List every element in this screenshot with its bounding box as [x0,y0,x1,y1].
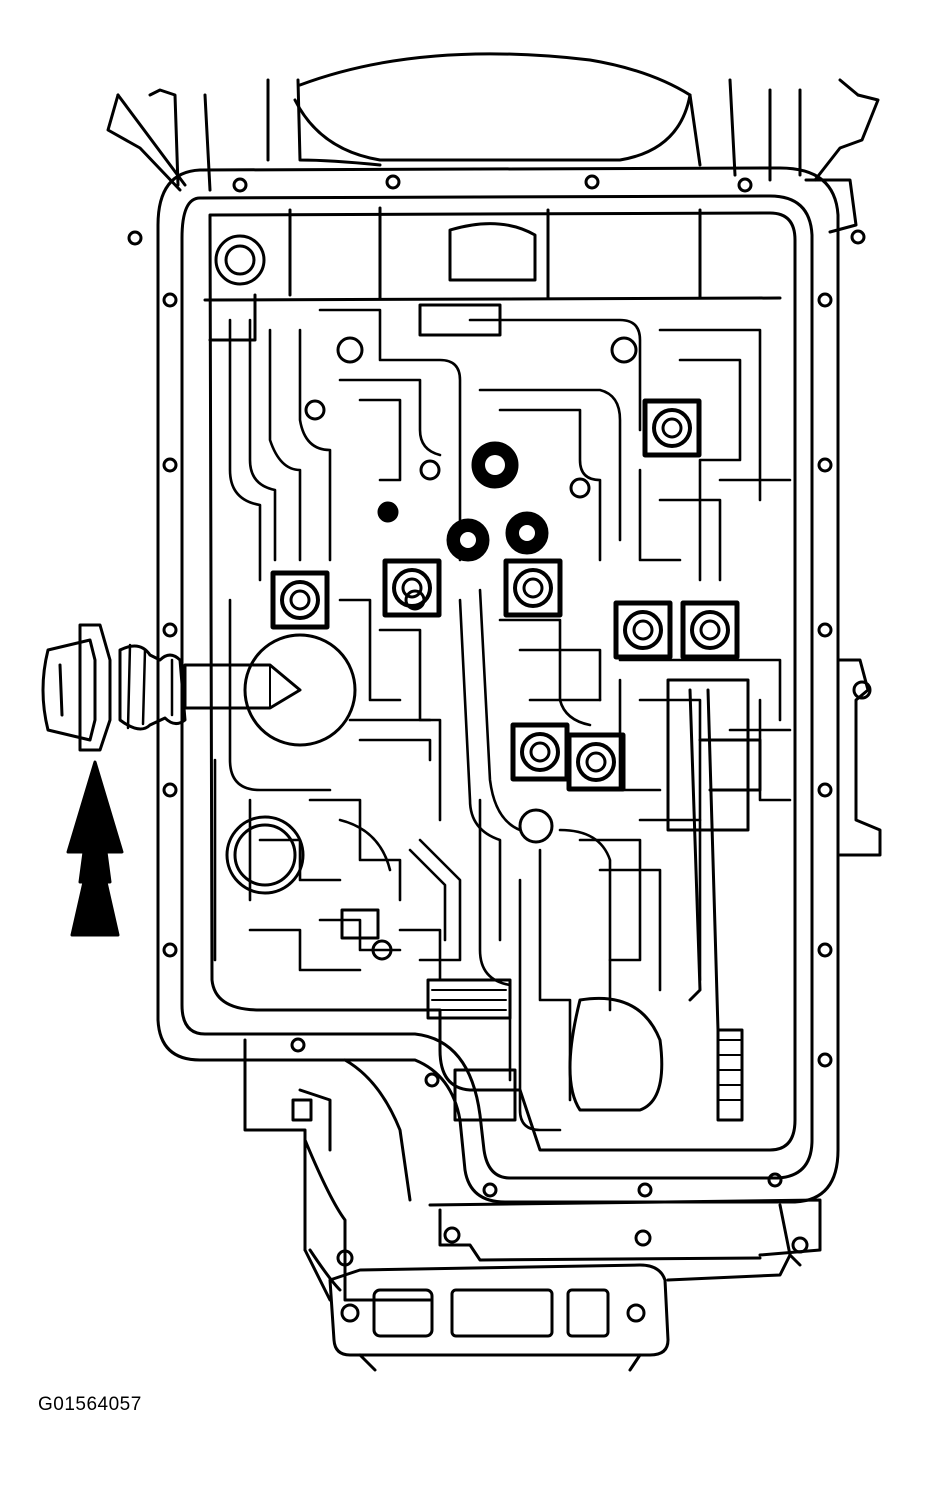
pan-flange [156,166,840,1204]
flange-bolt [162,942,178,958]
valve-bore [642,398,702,458]
valve-passages [213,308,792,1132]
flange-bolt [232,177,248,193]
flange-bolt [767,1172,783,1188]
flange-bolt [424,1072,440,1088]
flange-bolt [127,230,143,246]
valve-bore [503,558,563,618]
flange-bolt [162,457,178,473]
right-bracket [836,658,882,857]
valve-bore [613,600,673,660]
flange-bolt [737,177,753,193]
flange-bolt [817,292,833,308]
flange-bolts [127,174,866,1198]
flange-bolt [817,782,833,798]
valve-bores [270,398,740,792]
valve-bore [510,722,570,782]
lower-housing [243,1038,822,1372]
flange-bolt [162,292,178,308]
flange-bolt [817,457,833,473]
valve-body-outline [203,206,797,1152]
valve-bore [566,732,626,792]
valve-bore [382,558,442,618]
check-balls [377,441,549,562]
direction-arrow-icon [66,760,124,937]
upper-housing [106,52,880,234]
flange-bolt [584,174,600,190]
flange-bolt [482,1182,498,1198]
flange-bolt [817,622,833,638]
flange-bolt [162,782,178,798]
flange-bolt [850,229,866,245]
flange-bolt [817,942,833,958]
flange-bolt [817,1052,833,1068]
valve-bore [680,600,740,660]
figure-id-label: G01564057 [38,1394,142,1415]
filter-area [340,678,762,1122]
spring-tool [41,623,302,752]
flange-bolt [637,1182,653,1198]
flange-bolt [385,174,401,190]
flange-bolt [290,1037,306,1053]
flange-bolt [162,622,178,638]
round-bosses [225,336,638,961]
valve-bore [270,570,330,630]
